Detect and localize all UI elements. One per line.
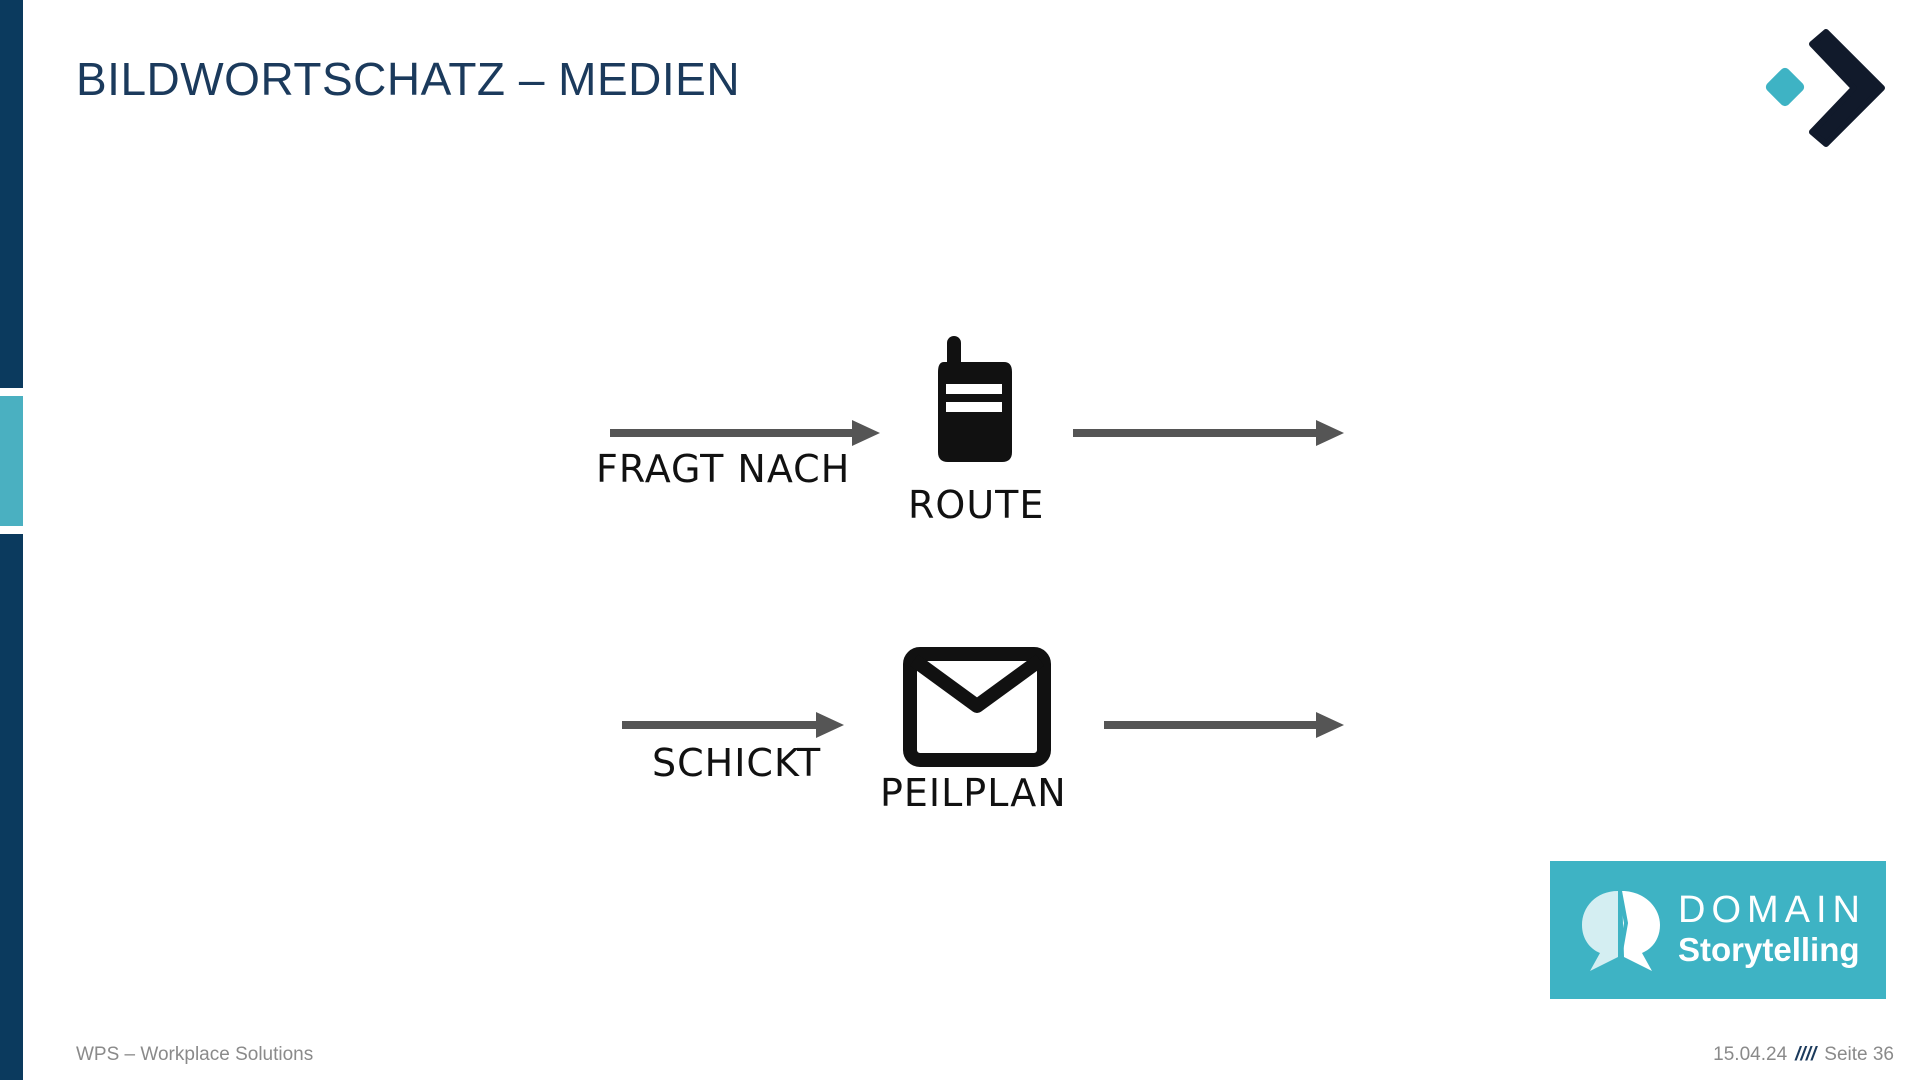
arrowhead [852,420,880,446]
sidebar-segment-bottom [0,534,23,1080]
medium-label-peilplan: PEILPLAN [880,771,1067,815]
arrowhead [816,712,844,738]
envelope-icon [903,647,1051,767]
diagram-row-route: FRAGT NACH ROUTE [596,336,1344,527]
walkie-talkie-icon [938,336,1012,462]
badge-word-storytelling: Storytelling [1678,931,1860,968]
sidebar-segment-top [0,0,23,388]
footer-date: 15.04.24 [1713,1044,1788,1065]
sidebar-bar [0,0,23,1080]
wps-logo-icon [1765,29,1885,147]
badge-word-domain: DOMAIN [1678,889,1866,931]
sidebar-segment-accent [0,396,23,526]
footer-company: WPS – Workplace Solutions [76,1044,314,1065]
arrowhead [1316,420,1344,446]
activity-label-schickt: SCHICKT [652,741,821,785]
medium-label-route: ROUTE [908,483,1044,527]
footer-page-number: Seite 36 [1824,1044,1894,1065]
footer-separator: //// [1795,1044,1817,1065]
arrowhead [1316,712,1344,738]
footer-meta: 15.04.24 //// Seite 36 [1713,1044,1894,1066]
slide-title: BILDWORTSCHATZ – MEDIEN [76,53,741,105]
activity-label-fragt-nach: FRAGT NACH [596,447,850,491]
speech-bubbles-icon [1582,890,1660,971]
domain-storytelling-badge: DOMAIN Storytelling [1550,861,1886,999]
diagram-row-peilplan: SCHICKT PEILPLAN [622,647,1344,815]
